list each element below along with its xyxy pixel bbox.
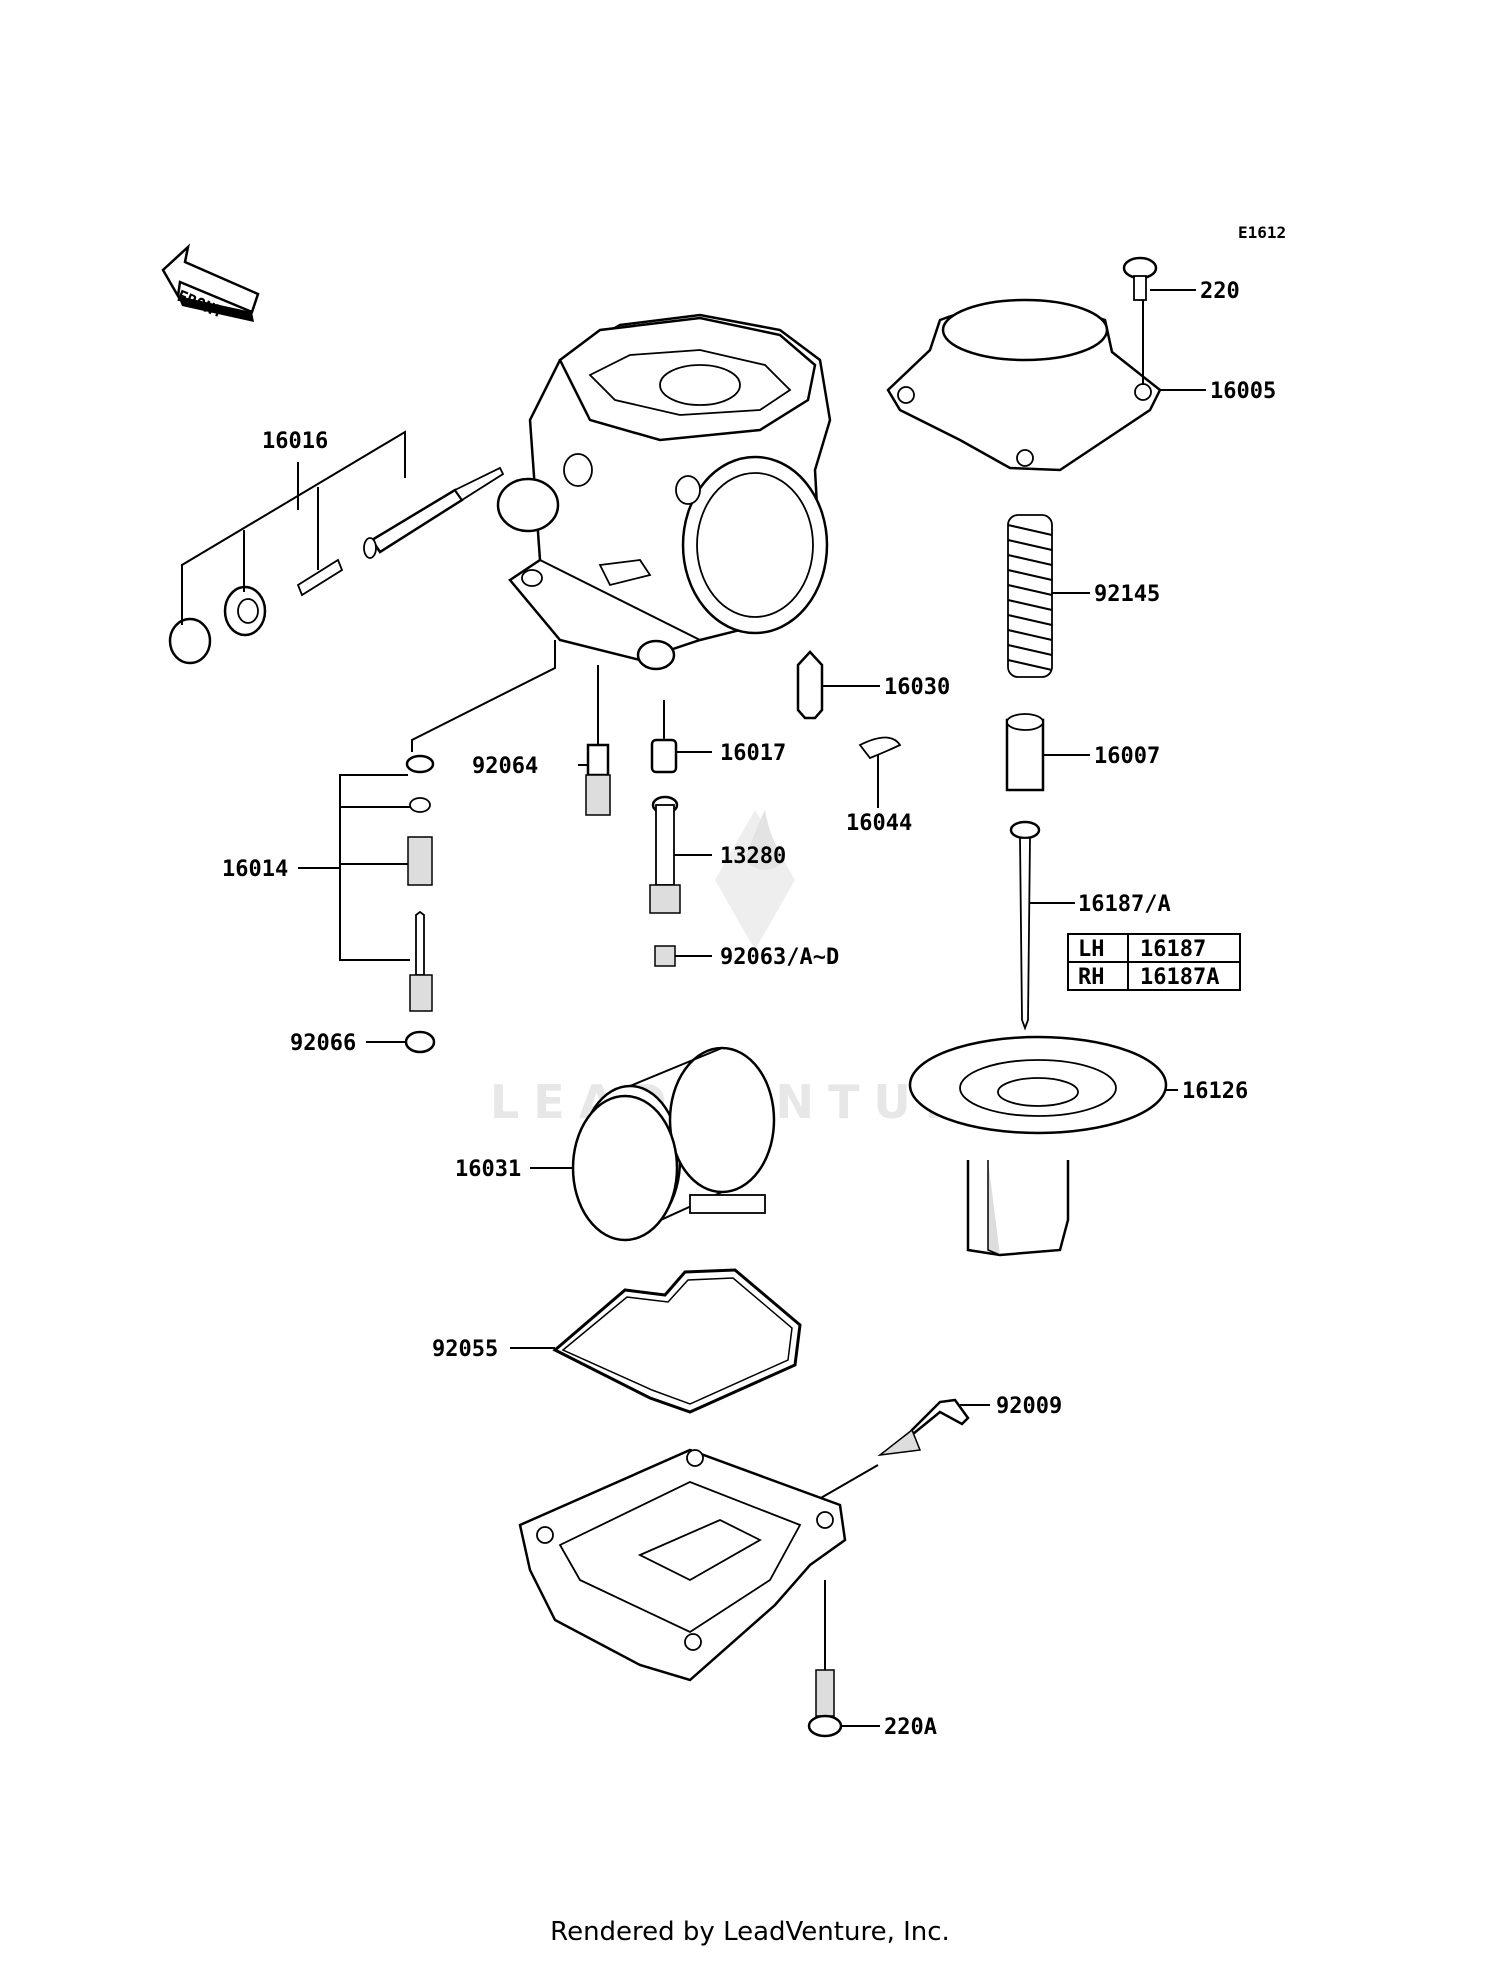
label-16005: 16005 — [1210, 379, 1276, 404]
screw-set-16014 — [298, 640, 556, 1012]
screw-220 — [1122, 256, 1158, 385]
table-lh-part: 16187 — [1140, 937, 1206, 962]
label-16187A: 16187/A — [1078, 892, 1171, 917]
variant-table: LH 16187 RH 16187A — [1067, 933, 1241, 991]
jet-holder-16017 — [650, 700, 712, 774]
main-jet-92063 — [654, 945, 712, 967]
footer-credit: Rendered by LeadVenture, Inc. — [550, 1917, 950, 1947]
label-92063: 92063/A~D — [720, 945, 839, 970]
diagram-code: E1612 — [1238, 223, 1286, 242]
label-92066: 92066 — [290, 1031, 356, 1056]
float-16031 — [530, 1046, 776, 1242]
screw-220A — [807, 1580, 880, 1738]
plug-92066 — [366, 1030, 436, 1054]
label-220: 220 — [1200, 279, 1240, 304]
screw-92009 — [799, 1398, 990, 1511]
label-220A: 220A — [884, 1715, 937, 1740]
carburetor-body — [496, 313, 832, 671]
leader-lines — [1030, 289, 1206, 1091]
gasket-92055 — [510, 1268, 802, 1414]
pilot-jet-92064 — [578, 665, 611, 816]
float-bowl — [518, 1448, 847, 1682]
label-16031: 16031 — [455, 1157, 521, 1182]
table-rh-part: 16187A — [1140, 965, 1219, 990]
pilot-screw-set-16016 — [168, 430, 505, 665]
clip-16044 — [858, 736, 902, 808]
label-92064: 92064 — [472, 754, 538, 779]
jet-needle — [1009, 820, 1041, 1031]
label-16014: 16014 — [222, 857, 288, 882]
label-16044: 16044 — [846, 811, 912, 836]
label-92055: 92055 — [432, 1337, 498, 1362]
float-valve-16030 — [796, 650, 880, 720]
needle-jet-13280 — [649, 795, 712, 914]
front-arrow-icon: FRONT — [161, 243, 260, 322]
label-16030: 16030 — [884, 675, 950, 700]
table-rh-label: RH — [1078, 965, 1105, 990]
label-16016: 16016 — [262, 429, 328, 454]
label-16126: 16126 — [1182, 1079, 1248, 1104]
label-16007: 16007 — [1094, 744, 1160, 769]
label-16017: 16017 — [720, 741, 786, 766]
table-lh-label: LH — [1078, 937, 1105, 962]
label-92145: 92145 — [1094, 582, 1160, 607]
label-92009: 92009 — [996, 1394, 1062, 1419]
needle-holder-16007 — [1005, 713, 1045, 792]
label-13280: 13280 — [720, 844, 786, 869]
top-cover — [886, 298, 1162, 472]
diaphragm-16126 — [908, 1035, 1168, 1257]
spring-92145 — [1007, 514, 1053, 678]
